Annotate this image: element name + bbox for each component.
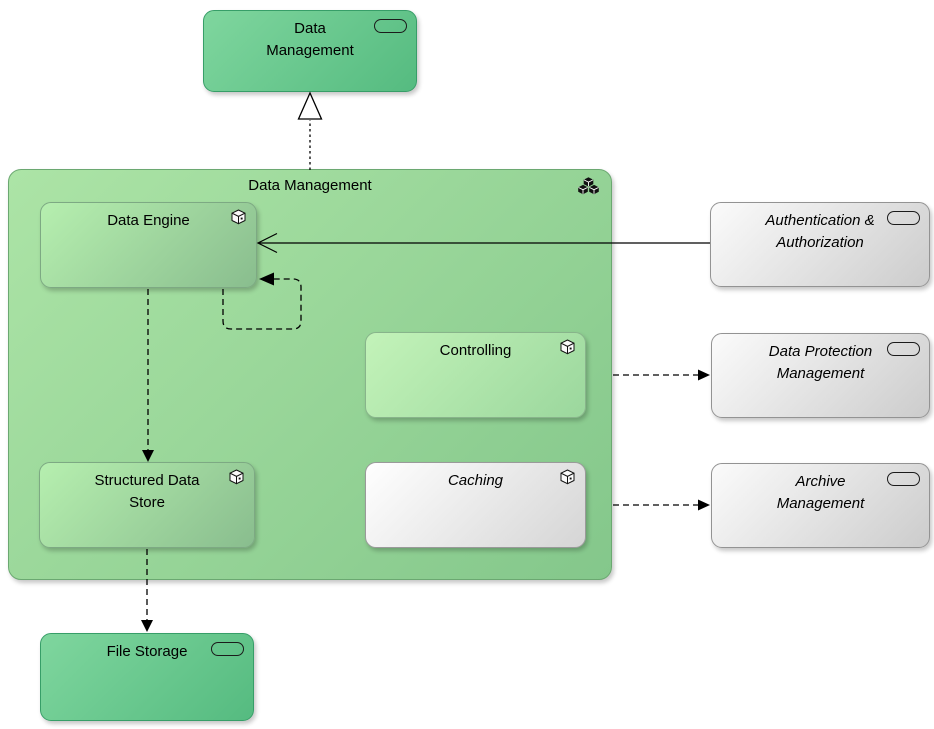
edge-flow-structured-data-store-to-file-storage[interactable] [141,549,153,632]
cube-icon [560,339,575,355]
edge-flow-group-to-archive[interactable] [613,499,710,511]
node-label: Data Engine [107,212,190,229]
node-controlling[interactable]: Controlling [365,332,586,418]
group-title: Data Management [248,177,372,194]
node-label: Structured Data Store [94,472,200,511]
node-label: Authentication & Authorization [765,212,875,251]
node-data-engine[interactable]: Data Engine [40,202,257,288]
node-label: File Storage [106,643,188,660]
node-label: Data Management [266,20,354,59]
capsule-icon [887,211,920,225]
capsule-icon [211,642,244,656]
cube-icon [560,469,575,485]
edge-flow-data-engine-self-loop[interactable] [222,272,302,330]
node-label: Data Protection Management [768,343,873,382]
node-data-management-service[interactable]: Data Management [203,10,417,92]
edge-flow-group-to-data-protection[interactable] [613,369,710,381]
node-structured-data-store[interactable]: Structured Data Store [39,462,255,548]
node-label: Archive Management [776,473,865,512]
node-authentication-authorization[interactable]: Authentication & Authorization [710,202,930,287]
edge-serving-auth-to-data-engine[interactable] [256,232,710,254]
capsule-icon [887,342,920,356]
capsule-icon [374,19,407,33]
edge-flow-data-engine-to-structured-data-store[interactable] [142,289,154,462]
node-label: Caching [447,472,504,489]
node-caching[interactable]: Caching [365,462,586,548]
node-file-storage[interactable]: File Storage [40,633,254,721]
node-data-protection-management[interactable]: Data Protection Management [711,333,930,418]
capsule-icon [887,472,920,486]
cube-icon [231,209,246,225]
cluster-cubes-icon [578,177,599,195]
node-archive-management[interactable]: Archive Management [711,463,930,548]
cube-icon [229,469,244,485]
edge-realization-group-to-service[interactable] [297,91,323,170]
node-label: Controlling [439,342,512,359]
